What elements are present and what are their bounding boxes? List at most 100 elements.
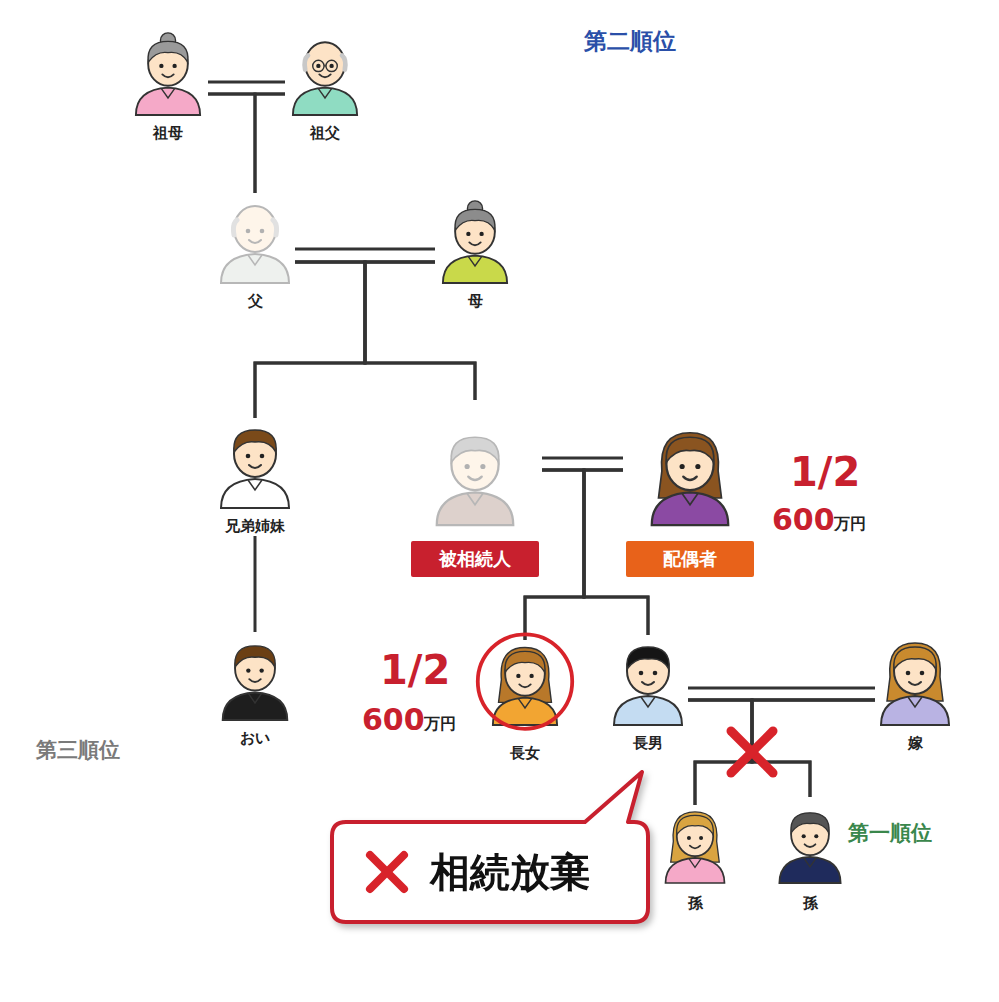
person-figure bbox=[215, 193, 295, 283]
label-wrap: 祖父 bbox=[285, 123, 365, 143]
figure-part bbox=[326, 60, 337, 71]
person-name: 長女 bbox=[510, 744, 540, 763]
label-wrap: おい bbox=[217, 728, 293, 748]
figure-part bbox=[260, 229, 265, 234]
rank-region: 第三順位兄弟姉妹おい bbox=[10, 373, 330, 780]
figure-part bbox=[249, 465, 261, 468]
figure-part bbox=[791, 813, 829, 833]
figure-part bbox=[455, 209, 495, 230]
descent-line bbox=[688, 700, 752, 805]
figure-part bbox=[466, 232, 470, 236]
figure-part bbox=[159, 64, 163, 68]
label-wrap: 兄弟姉妹 bbox=[215, 516, 295, 536]
figure-part bbox=[894, 647, 936, 669]
descent-line bbox=[255, 262, 365, 418]
figure-part bbox=[370, 855, 404, 889]
figure-part bbox=[614, 696, 682, 725]
label-wrap: 孫 bbox=[774, 893, 846, 913]
figure-part bbox=[234, 430, 276, 452]
figure-part bbox=[641, 697, 655, 707]
figure-part bbox=[677, 816, 713, 856]
figure-part bbox=[480, 464, 485, 469]
figure-part bbox=[318, 89, 331, 98]
person-figure bbox=[215, 418, 295, 508]
label-wrap: 被相続人 bbox=[408, 541, 542, 577]
figure-part bbox=[906, 671, 911, 676]
figure-part bbox=[505, 651, 545, 672]
figure-part bbox=[248, 480, 262, 490]
figure-part bbox=[690, 846, 700, 849]
figure-part bbox=[246, 668, 250, 672]
figure-part bbox=[529, 674, 533, 678]
rank-region: 第二順位祖母祖父父母 bbox=[88, 15, 730, 335]
person-figure bbox=[774, 797, 846, 883]
marriage-line bbox=[688, 688, 875, 700]
person-node: 父 bbox=[215, 193, 295, 311]
figure-part bbox=[516, 674, 520, 678]
label-wrap: 長男 bbox=[608, 733, 688, 753]
figure-part bbox=[148, 41, 188, 62]
descent-line bbox=[255, 94, 285, 193]
person-name: 祖母 bbox=[153, 124, 183, 143]
descent-line bbox=[695, 700, 875, 805]
person-figure bbox=[485, 640, 565, 725]
figure-part bbox=[627, 647, 669, 669]
role-badge: 配偶者 bbox=[626, 541, 754, 577]
person-node: 長男 bbox=[608, 635, 688, 753]
share-label: 600 bbox=[772, 503, 835, 536]
figure-part bbox=[465, 464, 470, 469]
figure-part bbox=[293, 88, 357, 115]
figure-part bbox=[894, 648, 936, 694]
person-figure bbox=[645, 412, 735, 525]
descent-line bbox=[752, 700, 875, 797]
descent-line bbox=[208, 94, 255, 193]
figure-part bbox=[249, 679, 260, 682]
figure-part bbox=[920, 671, 925, 676]
figure-part bbox=[908, 697, 922, 707]
figure-part bbox=[246, 454, 251, 459]
label-wrap: 祖母 bbox=[128, 123, 208, 143]
figure-part bbox=[467, 494, 483, 505]
figure-part bbox=[639, 671, 644, 676]
figure-part bbox=[172, 64, 176, 68]
figure-part bbox=[683, 477, 697, 480]
figure-part bbox=[136, 88, 200, 115]
figure-part bbox=[162, 74, 173, 77]
label-wrap: 嫁 bbox=[875, 733, 955, 753]
figure-part bbox=[666, 437, 714, 462]
figure-part bbox=[468, 477, 482, 480]
figure-part bbox=[260, 454, 265, 459]
figure-part bbox=[887, 643, 943, 701]
figure-part bbox=[805, 844, 816, 847]
person-node: 母 bbox=[435, 198, 515, 311]
figure-part bbox=[518, 699, 531, 708]
figure-part bbox=[687, 836, 691, 840]
figure-part bbox=[305, 42, 345, 85]
descent-line bbox=[254, 536, 257, 632]
label-wrap: 孫 bbox=[660, 893, 730, 913]
person-name: 嫁 bbox=[908, 734, 923, 753]
figure-part bbox=[791, 814, 829, 855]
person-figure bbox=[660, 805, 730, 883]
marriage-line bbox=[208, 82, 285, 94]
person-figure bbox=[608, 635, 688, 725]
figure-part bbox=[699, 836, 703, 840]
person-figure bbox=[875, 635, 955, 725]
figure-part bbox=[161, 89, 174, 98]
figure-part bbox=[659, 433, 722, 498]
figure-part bbox=[233, 220, 276, 235]
share-label: 万円 bbox=[424, 715, 456, 733]
figure-part bbox=[814, 834, 818, 838]
figure-part bbox=[677, 815, 714, 834]
person-node: 被相続人 bbox=[408, 400, 542, 577]
figure-part bbox=[455, 210, 495, 253]
figure-part bbox=[653, 671, 658, 676]
share-label: 600 bbox=[362, 703, 425, 736]
figure-part bbox=[519, 684, 530, 687]
figure-part bbox=[493, 698, 557, 725]
figure-part bbox=[666, 858, 725, 883]
figure-part bbox=[909, 682, 921, 685]
share-label: 1/2 bbox=[380, 648, 450, 692]
figure-part bbox=[802, 834, 806, 838]
